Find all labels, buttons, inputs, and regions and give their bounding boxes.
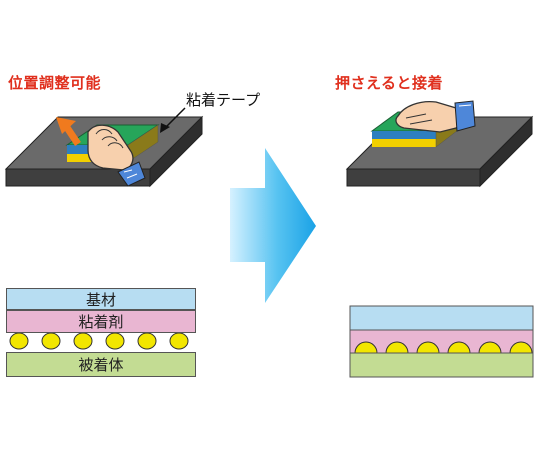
move-arrow-icon [56,117,81,146]
adherend-layer: 被着体 [6,352,196,377]
adhesive-tape-label: 粘着テープ [186,91,261,109]
substrate-label: 基材 [85,290,116,309]
left-hand-icon [87,124,146,187]
right-hand-icon [395,100,476,133]
right-cross-section [349,305,534,378]
callout-pointer-icon [160,107,186,133]
transition-arrow-icon [230,148,316,303]
substrate-layer: 基材 [6,288,196,310]
adhesive-layer: 粘着剤 [6,310,196,333]
adherend-label: 被着体 [78,356,124,374]
left-heading: 位置調整可能 [8,74,102,92]
left-adhesive-dots [9,332,189,350]
adhesive-label: 粘着剤 [78,313,124,331]
right-heading: 押さえると接着 [335,74,444,92]
